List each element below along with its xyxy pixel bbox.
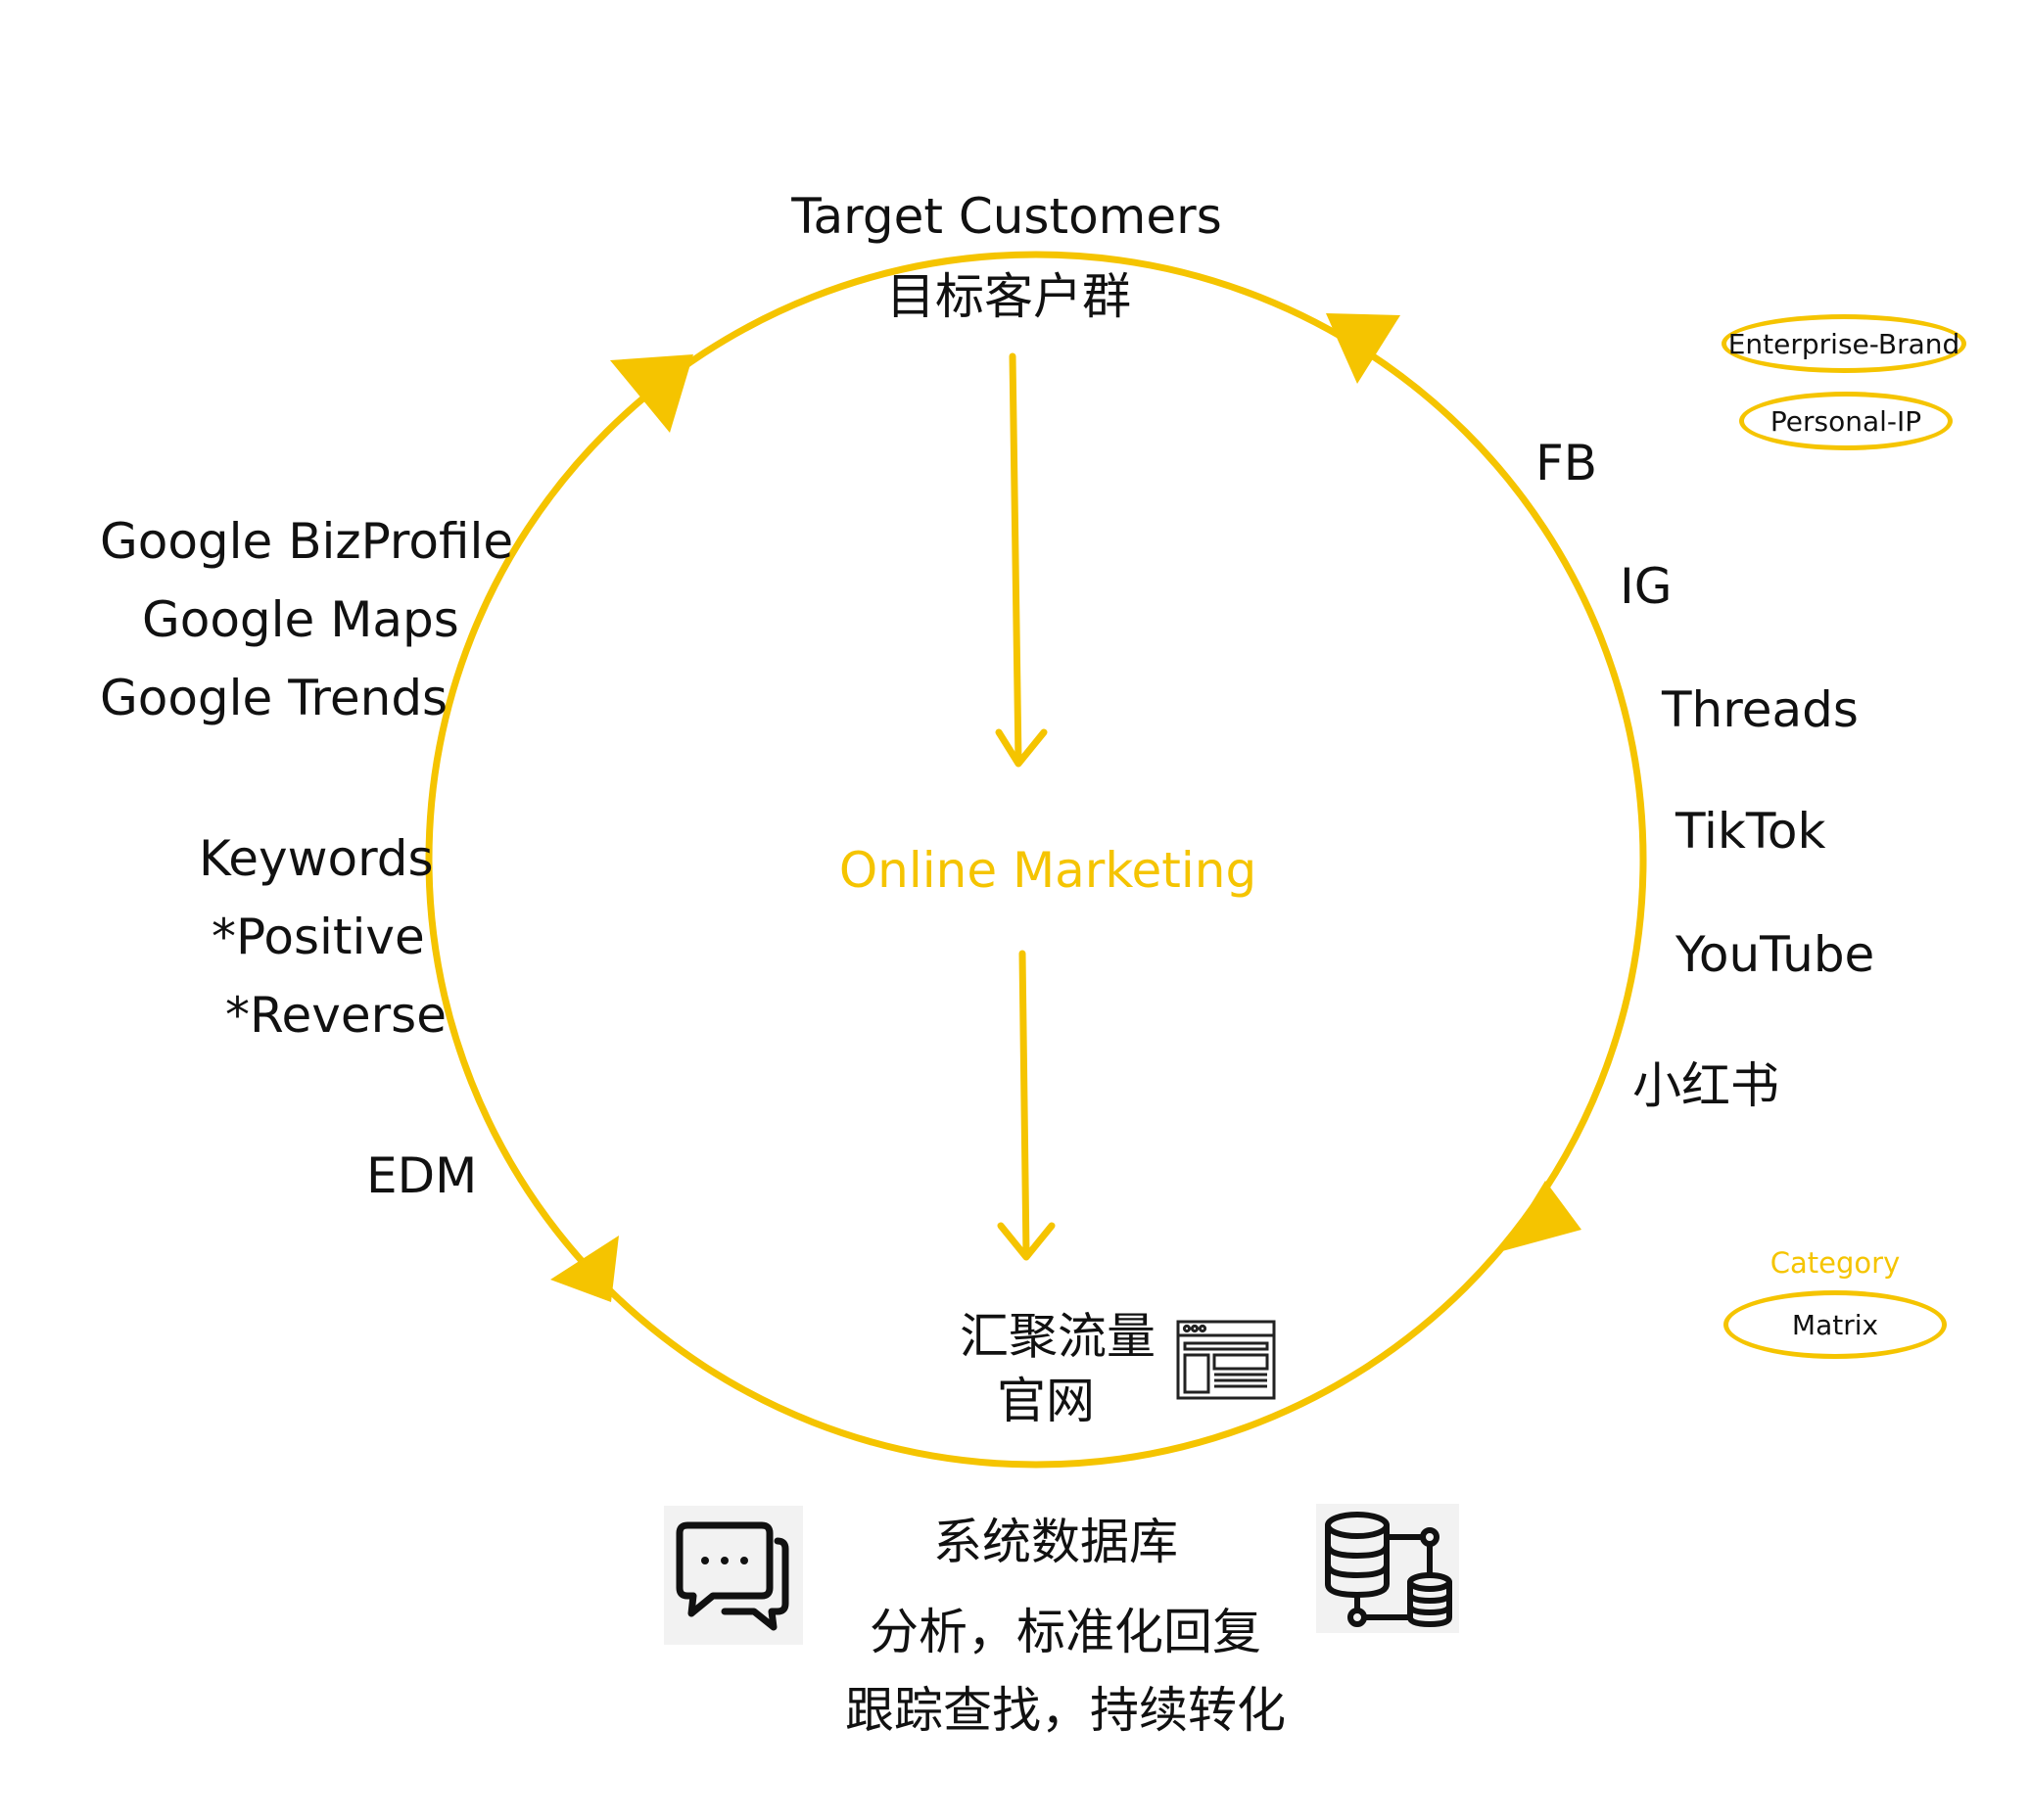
- label-edm: EDM: [366, 1147, 478, 1204]
- arrowhead-top-left: [610, 354, 693, 433]
- arrow-down-upper: [995, 352, 1048, 768]
- label-positive: *Positive: [212, 909, 425, 965]
- label-category: Category: [1769, 1246, 1901, 1280]
- database-network-icon: [1316, 1504, 1459, 1633]
- label-keywords: Keywords: [199, 830, 434, 887]
- label-platform-ig: IG: [1620, 558, 1673, 615]
- database-line-tracking: 跟踪查找，持续转化: [845, 1682, 1286, 1739]
- title-target-customers-cn: 目标客户群: [886, 268, 1131, 325]
- bottom-label-traffic: 汇聚流量: [960, 1308, 1156, 1365]
- label-platform-xiaohongshu: 小红书: [1632, 1057, 1779, 1114]
- label-reverse: *Reverse: [225, 987, 447, 1044]
- chat-bubbles-icon: [664, 1506, 803, 1645]
- arrowhead-bottom-right: [1502, 1181, 1581, 1251]
- database-title: 系统数据库: [933, 1514, 1178, 1570]
- label-platform-tiktok: TikTok: [1675, 803, 1826, 860]
- pill-enterprise-brand: Enterprise-Brand: [1722, 314, 1966, 373]
- label-platform-youtube: YouTube: [1675, 926, 1875, 983]
- title-target-customers-en: Target Customers: [791, 188, 1222, 245]
- label-platform-fb: FB: [1535, 435, 1598, 491]
- database-line-analysis: 分析，标准化回复: [870, 1604, 1261, 1660]
- arrow-down-lower: [997, 950, 1056, 1261]
- arrowhead-top-right: [1326, 313, 1400, 384]
- pill-personal-ip: Personal-IP: [1739, 392, 1953, 450]
- center-label-online-marketing: Online Marketing: [838, 842, 1257, 899]
- label-google-bizprofile: Google BizProfile: [100, 513, 514, 570]
- label-google-maps: Google Maps: [142, 591, 459, 648]
- label-google-trends: Google Trends: [100, 670, 448, 726]
- arrowhead-bottom-left: [550, 1236, 619, 1302]
- label-platform-threads: Threads: [1662, 681, 1859, 738]
- bottom-label-website: 官网: [997, 1373, 1095, 1429]
- cycle-ring: [425, 251, 1647, 1469]
- pill-matrix: Matrix: [1723, 1290, 1947, 1359]
- website-layout-icon: [1176, 1320, 1276, 1400]
